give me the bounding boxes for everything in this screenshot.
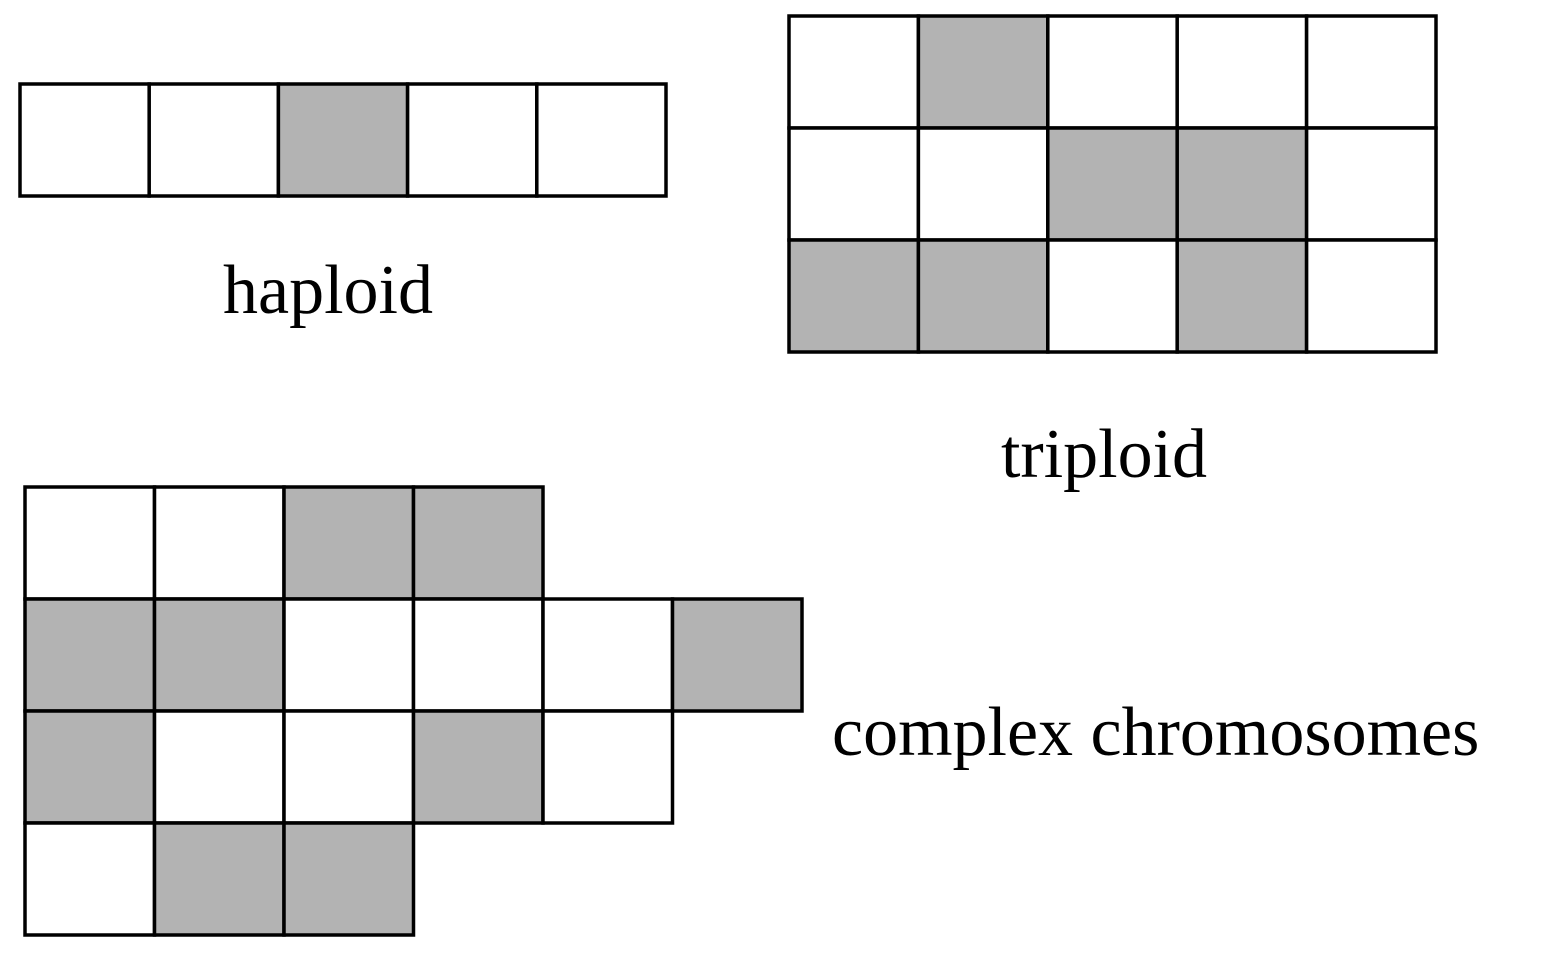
complex-cell-r1-c4 <box>541 597 675 713</box>
triploid-cell-r0-c4 <box>1304 14 1438 130</box>
complex-cell-r0-c1 <box>152 485 286 601</box>
complex-cell-r3-c2 <box>282 821 416 937</box>
triploid-cell-r2-c4 <box>1304 238 1438 354</box>
triploid-cell-r1-c3 <box>1175 126 1309 242</box>
complex-cell-r0-c3 <box>411 485 545 601</box>
triploid-cell-r0-c0 <box>787 14 921 130</box>
triploid-cell-r2-c0 <box>787 238 921 354</box>
triploid-cell-r2-c3 <box>1175 238 1309 354</box>
complex-cell-r2-c4 <box>541 709 675 825</box>
complex-cell-r1-c3 <box>411 597 545 713</box>
complex-cell-r1-c0 <box>23 597 157 713</box>
triploid-cell-r1-c2 <box>1046 126 1179 242</box>
complex-cell-r3-c1 <box>152 821 286 937</box>
complex-cell-r3-c0 <box>23 821 157 937</box>
triploid-label: triploid <box>1001 416 1207 493</box>
complex-cell-r0-c2 <box>282 485 416 601</box>
complex-cell-r2-c0 <box>23 709 157 825</box>
complex-cell-r1-c1 <box>152 597 286 713</box>
triploid-cell-r0-c3 <box>1175 14 1309 130</box>
complex-cell-r0-c0 <box>23 485 157 601</box>
haploid-cell-r0-c4 <box>535 82 668 198</box>
haploid-grid <box>18 82 668 198</box>
haploid-cell-r0-c0 <box>18 82 151 198</box>
triploid-grid <box>787 14 1438 354</box>
complex-cell-r2-c3 <box>411 709 545 825</box>
triploid-cell-r0-c1 <box>916 14 1050 130</box>
complex-cell-r2-c1 <box>152 709 286 825</box>
complex-cell-r2-c2 <box>282 709 416 825</box>
triploid-cell-r1-c4 <box>1304 126 1438 242</box>
haploid-cell-r0-c2 <box>276 82 410 198</box>
triploid-cell-r1-c1 <box>916 126 1050 242</box>
triploid-cell-r2-c2 <box>1046 238 1179 354</box>
complex-cell-r1-c2 <box>282 597 416 713</box>
haploid-label: haploid <box>223 252 433 329</box>
complex-chromosomes-label: complex chromosomes <box>832 694 1479 771</box>
haploid-cell-r0-c3 <box>405 82 539 198</box>
haploid-cell-r0-c1 <box>147 82 281 198</box>
triploid-cell-r1-c0 <box>787 126 921 242</box>
complex-chromosomes-grid <box>23 485 804 937</box>
triploid-cell-r2-c1 <box>916 238 1050 354</box>
complex-cell-r1-c5 <box>670 597 804 713</box>
triploid-cell-r0-c2 <box>1046 14 1179 130</box>
